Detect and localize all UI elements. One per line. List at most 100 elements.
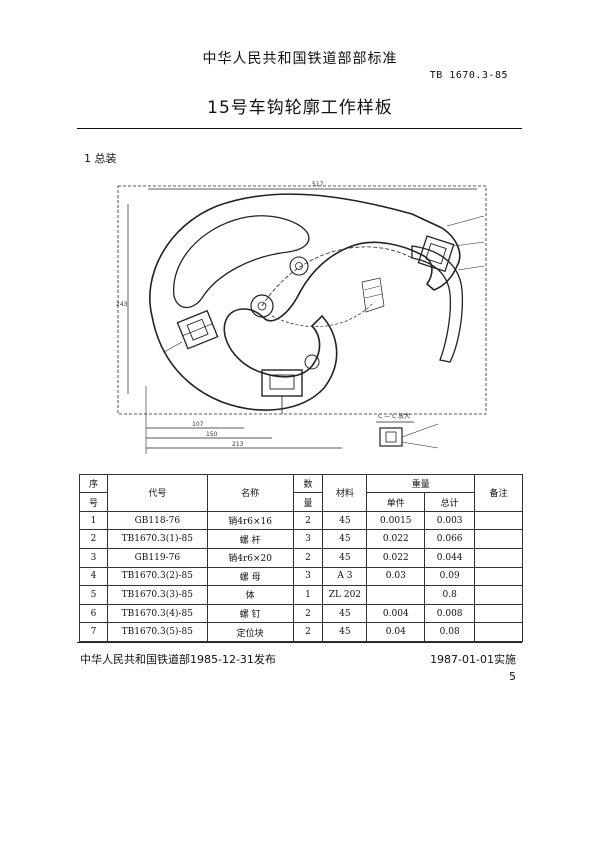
hook-arm bbox=[411, 245, 464, 363]
cell-name: 螺 杆 bbox=[206, 529, 294, 549]
cell-remark bbox=[474, 622, 523, 642]
footer-rule bbox=[77, 642, 522, 643]
cell-code: TB1670.3(2)-85 bbox=[106, 566, 208, 587]
header-unit-weight: 单件 bbox=[366, 492, 426, 512]
cell-total: 0.066 bbox=[424, 529, 476, 549]
header-code: 代号 bbox=[106, 474, 208, 512]
cell-material: A 3 bbox=[322, 566, 368, 587]
header-qty: 数 bbox=[292, 473, 324, 494]
cell-code: TB1670.3(4)-85 bbox=[106, 603, 208, 624]
cell-qty: 3 bbox=[292, 529, 324, 549]
cell-remark bbox=[474, 603, 523, 624]
cell-name: 体 bbox=[206, 585, 294, 605]
cell-qty: 1 bbox=[292, 585, 324, 605]
clamp-block-right bbox=[417, 235, 455, 273]
cell-material: 45 bbox=[322, 622, 368, 642]
cell-qty: 2 bbox=[292, 603, 324, 624]
cell-seq: 5 bbox=[79, 585, 108, 605]
table-header-row: 号 量 单件 总计 bbox=[79, 492, 523, 512]
cell-unit: 0.022 bbox=[366, 547, 426, 568]
cell-material: 45 bbox=[322, 547, 368, 568]
cell-remark bbox=[474, 529, 523, 549]
gauge-inner-cutout bbox=[173, 215, 310, 309]
cell-unit bbox=[366, 585, 426, 605]
cell-unit: 0.0015 bbox=[366, 510, 426, 531]
pin-circle-1 bbox=[250, 294, 274, 318]
cell-seq: 2 bbox=[79, 529, 108, 549]
header-seq-2: 号 bbox=[79, 492, 108, 512]
dimension-bottom-2: 150 bbox=[206, 431, 218, 438]
assembly-drawing: 517 243 107 150 213 C — C 放大 bbox=[116, 181, 487, 454]
cell-remark bbox=[474, 585, 523, 605]
header-total-weight: 总计 bbox=[424, 492, 476, 512]
issue-date: 中华人民共和国铁道部1985-12-31发布 bbox=[80, 653, 276, 666]
cell-remark bbox=[474, 566, 523, 587]
cell-seq: 6 bbox=[79, 603, 108, 624]
dimension-top: 517 bbox=[312, 181, 324, 188]
cell-total: 0.008 bbox=[424, 603, 476, 624]
header-remarks: 备注 bbox=[474, 474, 523, 512]
standard-code: TB 1670.3-85 bbox=[429, 70, 508, 81]
cell-name: 螺 母 bbox=[206, 566, 294, 587]
effective-date: 1987-01-01实施 bbox=[430, 653, 516, 666]
cell-code: TB1670.3(3)-85 bbox=[106, 585, 208, 605]
dimension-left: 243 bbox=[116, 301, 128, 308]
cell-code: TB1670.3(1)-85 bbox=[106, 529, 208, 549]
cell-qty: 2 bbox=[292, 622, 324, 642]
clamp-block-left bbox=[176, 309, 219, 350]
issuing-organization: 中华人民共和国铁道部部标准 bbox=[202, 51, 398, 67]
cell-name: 定位块 bbox=[206, 622, 294, 642]
header-rule bbox=[77, 128, 522, 129]
cell-qty: 3 bbox=[292, 566, 324, 587]
section-heading: 1 总装 bbox=[84, 152, 117, 165]
cell-code: TB1670.3(5)-85 bbox=[106, 622, 208, 642]
detail-label: C — C 放大 bbox=[378, 412, 410, 420]
cell-name: 螺 钉 bbox=[206, 603, 294, 624]
header-name: 名称 bbox=[206, 474, 294, 512]
cell-name: 销4r6×20 bbox=[206, 547, 294, 568]
header-seq: 序 bbox=[79, 473, 108, 494]
cell-qty: 2 bbox=[292, 547, 324, 568]
table-header-row: 序 代号 名称 数 材料 重量 备注 bbox=[79, 473, 523, 512]
cell-material: 45 bbox=[322, 510, 368, 531]
pin-circle-3 bbox=[304, 354, 320, 370]
cell-code: GB118-76 bbox=[106, 510, 208, 531]
cell-unit: 0.004 bbox=[366, 603, 426, 624]
cell-material: 45 bbox=[322, 529, 368, 549]
cell-unit: 0.03 bbox=[366, 566, 426, 587]
cell-seq: 1 bbox=[79, 510, 108, 531]
header-qty-2: 量 bbox=[292, 492, 324, 512]
cell-qty: 2 bbox=[292, 510, 324, 531]
gauge-outer-contour bbox=[149, 193, 461, 411]
cell-seq: 4 bbox=[79, 566, 108, 587]
profile-arc bbox=[261, 246, 413, 307]
cell-total: 0.003 bbox=[424, 510, 476, 531]
clamp-block-bottom bbox=[261, 369, 303, 414]
cell-name: 销4r6×16 bbox=[206, 510, 294, 531]
header-material: 材料 bbox=[322, 474, 368, 512]
cell-seq: 3 bbox=[79, 547, 108, 568]
cell-material: 45 bbox=[322, 603, 368, 624]
cell-remark bbox=[474, 510, 523, 531]
cell-total: 0.044 bbox=[424, 547, 476, 568]
dimension-bottom-3: 213 bbox=[232, 441, 244, 448]
drawing-frame bbox=[117, 185, 487, 415]
cell-seq: 7 bbox=[79, 622, 108, 642]
cell-total: 0.08 bbox=[424, 622, 476, 642]
cell-remark bbox=[474, 547, 523, 568]
cell-code: GB119-76 bbox=[106, 547, 208, 568]
detail-c-c bbox=[376, 421, 439, 449]
dimension-bottom-1: 107 bbox=[192, 421, 204, 428]
document-title: 15号车钩轮廓工作样板 bbox=[207, 98, 393, 118]
pin-circle-2 bbox=[289, 256, 309, 276]
page-number: 5 bbox=[509, 670, 516, 683]
cell-unit: 0.022 bbox=[366, 529, 426, 549]
cell-unit: 0.04 bbox=[366, 622, 426, 642]
